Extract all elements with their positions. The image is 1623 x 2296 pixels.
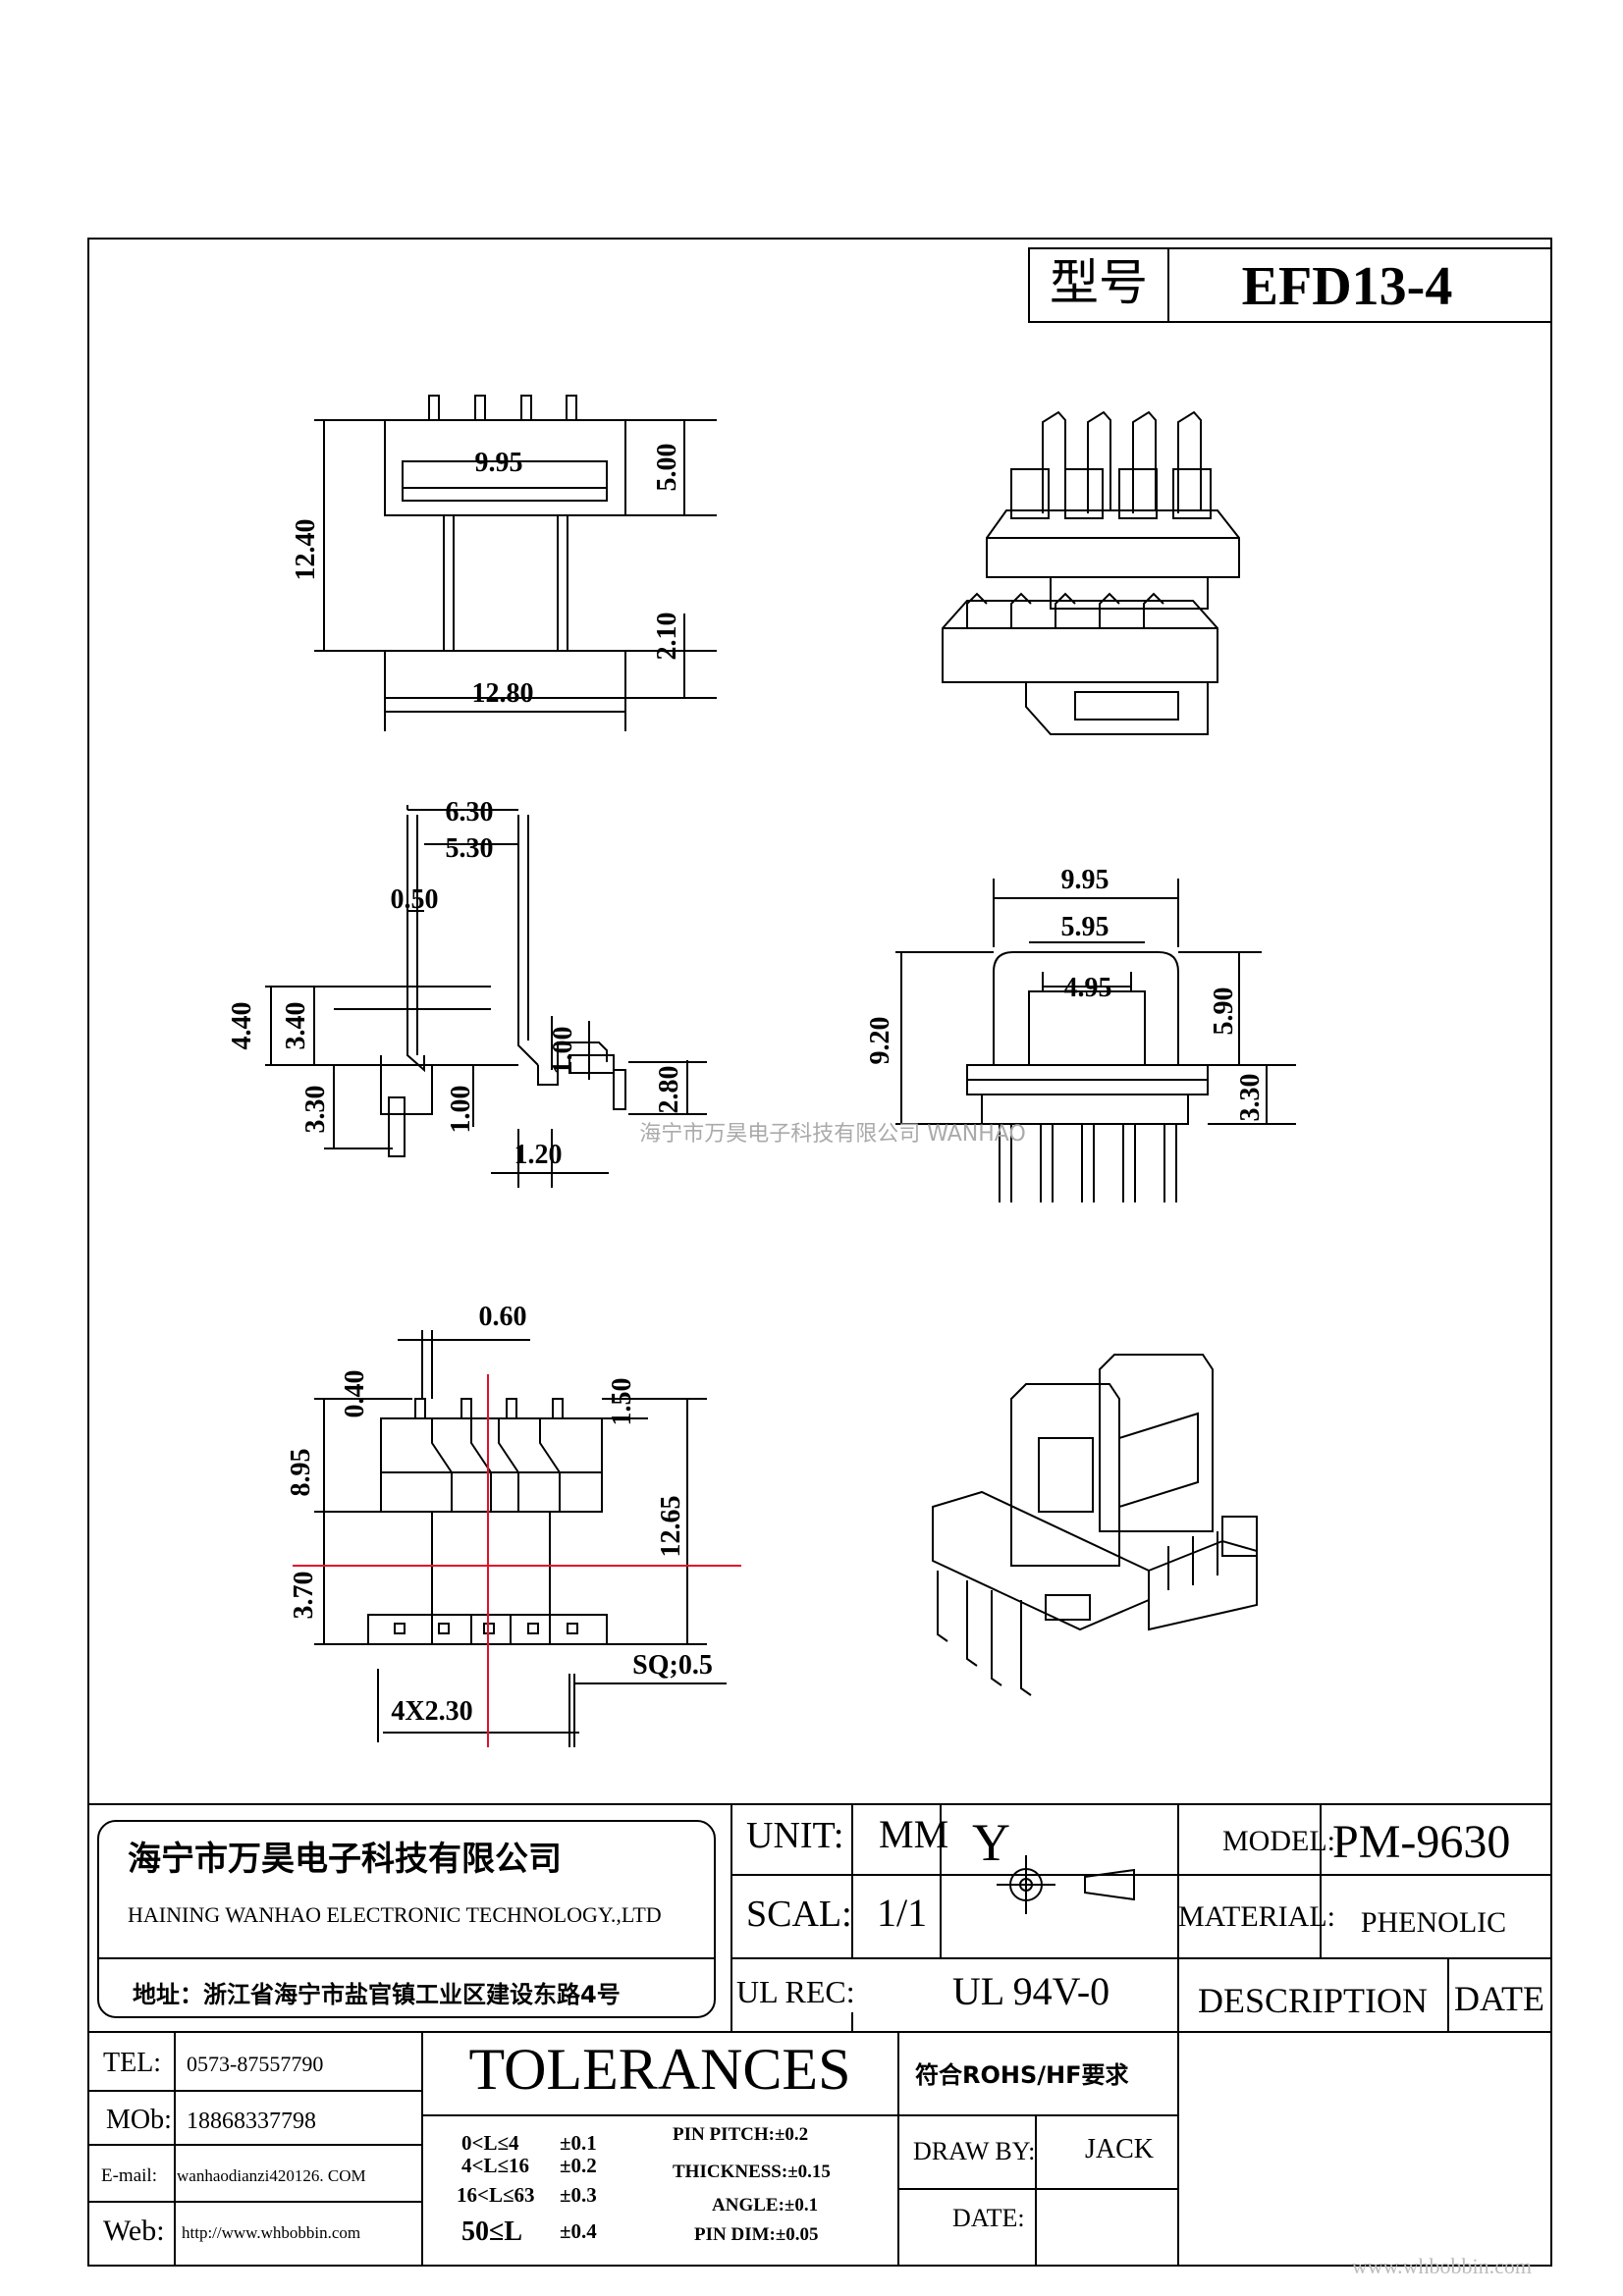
dim-inner-width: 9.95 [475, 448, 523, 478]
web-label: Web: [103, 2215, 165, 2247]
model-field-label: MODEL: [1222, 1825, 1335, 1857]
approval-date-label: DATE: [952, 2204, 1025, 2232]
mob-value: 18868337798 [187, 2109, 316, 2134]
company-name-cn: 海宁市万昊电子科技有限公司 [128, 1840, 562, 1879]
dim-5-90: 5.90 [1209, 988, 1239, 1036]
model-title-box: 型号 EFD13-4 [1028, 247, 1552, 323]
tol-value-1: ±0.2 [560, 2154, 597, 2177]
center-lines [293, 1374, 741, 1747]
dim-bottom-flange: 2.10 [652, 613, 682, 661]
dim-5-95: 5.95 [1061, 912, 1109, 942]
side-view-dims: 6.30 5.30 0.50 4.40 3.40 3.30 1.00 1.00 … [227, 797, 684, 1170]
top-view-dims: 9.95 12.40 5.00 2.10 12.80 [291, 444, 682, 710]
model-number: EFD13-4 [1242, 256, 1453, 317]
tol-value-3: ±0.4 [560, 2219, 597, 2243]
dim-9-20: 9.20 [865, 1017, 895, 1065]
tel-value: 0573-87557790 [187, 2052, 323, 2076]
tol-pin-pitch: PIN PITCH:±0.2 [673, 2124, 808, 2145]
contact-fields: TEL: 0573-87557790 MOb: 18868337798 E-ma… [101, 2048, 366, 2247]
front-view [895, 879, 1296, 1202]
dim-0-50: 0.50 [391, 884, 439, 915]
projection-symbol-label: Y [972, 1813, 1010, 1872]
dim-3-30-front: 3.30 [1235, 1074, 1266, 1122]
material-value: PHENOLIC [1361, 1906, 1506, 1939]
date-header: DATE [1454, 1979, 1544, 2018]
tolerances-table: TOLERANCES 0<L≤4 ±0.1 4<L≤16 ±0.2 16<L≤6… [457, 2037, 850, 2247]
ul-value: UL 94V-0 [952, 1969, 1109, 2013]
dim-3-30: 3.30 [300, 1086, 331, 1134]
dim-1-00-a: 1.00 [446, 1086, 476, 1134]
dim-total-height: 12.40 [291, 519, 321, 581]
mob-label: MOb: [106, 2105, 172, 2135]
dim-1-50: 1.50 [607, 1378, 637, 1426]
email-label: E-mail: [101, 2165, 157, 2186]
dim-12-65: 12.65 [656, 1496, 686, 1558]
description-label: DESCRIPTION [1198, 1981, 1428, 2020]
dim-3-70: 3.70 [289, 1572, 319, 1620]
pin-view-dims: 0.60 0.40 1.50 8.95 12.65 3.70 SQ;0.5 4X… [286, 1302, 713, 1727]
isometric-view-top [942, 410, 1240, 735]
tolerances-title: TOLERANCES [469, 2037, 851, 2102]
dim-4-40: 4.40 [227, 1002, 257, 1050]
company-name-en: HAINING WANHAO ELECTRONIC TECHNOLOGY.,LT… [128, 1902, 662, 1927]
tol-pin-dim: PIN DIM:±0.05 [694, 2224, 819, 2245]
unit-value: MM [879, 1812, 948, 1856]
web-value: http://www.whbobbin.com [182, 2223, 360, 2242]
watermark: 海宁市万昊电子科技有限公司 WANHAO [639, 1122, 1026, 1147]
dim-0-60: 0.60 [479, 1302, 527, 1332]
isometric-view-bottom [932, 1354, 1258, 1696]
company-info: 海宁市万昊电子科技有限公司 HAINING WANHAO ELECTRONIC … [128, 1840, 662, 2008]
rohs-note: 符合ROHS/HF要求 [915, 2061, 1129, 2089]
side-view [265, 805, 707, 1188]
dim-6-30: 6.30 [446, 797, 494, 828]
dim-sq: SQ;0.5 [632, 1650, 713, 1681]
dim-3-40: 3.40 [281, 1002, 311, 1050]
dim-4-95: 4.95 [1064, 973, 1112, 1003]
dim-flange-height: 5.00 [652, 444, 682, 492]
dim-0-40: 0.40 [340, 1370, 370, 1418]
tol-range-0: 0<L≤4 [461, 2131, 519, 2155]
top-view [314, 395, 717, 731]
scal-label: SCAL: [746, 1894, 852, 1935]
ul-label: UL REC: [736, 1974, 855, 2009]
site-watermark: www.whbobbin.com [1352, 2254, 1532, 2278]
dim-total-width: 12.80 [472, 678, 534, 709]
model-field-value: PM-9630 [1332, 1816, 1510, 1868]
spec-fields: UNIT: MM SCAL: 1/1 Y UL REC: UL 94V-0 MO… [736, 1812, 1544, 2020]
dim-pitch: 4X2.30 [391, 1696, 472, 1727]
tol-thickness: THICKNESS:±0.15 [673, 2162, 831, 2182]
material-label: MATERIAL: [1178, 1900, 1335, 1933]
front-view-dims: 9.95 5.95 4.95 9.20 5.90 3.30 [865, 865, 1266, 1122]
approval-fields: 符合ROHS/HF要求 DRAW BY: JACK DATE: [913, 2061, 1154, 2232]
tel-label: TEL: [103, 2048, 161, 2078]
dim-1-00-b: 1.00 [548, 1027, 578, 1075]
dim-1-20: 1.20 [514, 1140, 563, 1170]
model-label: 型号 [1050, 254, 1148, 311]
tol-value-2: ±0.3 [560, 2183, 597, 2207]
tol-value-0: ±0.1 [560, 2131, 597, 2155]
draw-by-label: DRAW BY: [913, 2137, 1035, 2165]
title-block [88, 1804, 1551, 2266]
drawing-frame [87, 238, 1552, 2267]
tol-range-3: 50≤L [461, 2216, 522, 2247]
scal-value: 1/1 [877, 1891, 927, 1935]
dim-2-80: 2.80 [654, 1066, 684, 1114]
company-address: 地址：浙江省海宁市盐官镇工业区建设东路4号 [133, 1981, 621, 2008]
tol-range-1: 4<L≤16 [461, 2154, 529, 2177]
tol-range-2: 16<L≤63 [457, 2183, 535, 2207]
dim-8-95: 8.95 [286, 1449, 316, 1497]
tol-angle: ANGLE:±0.1 [712, 2195, 818, 2216]
draw-by-value: JACK [1085, 2134, 1154, 2164]
dim-5-30: 5.30 [446, 833, 494, 864]
dim-9-95-front: 9.95 [1061, 865, 1109, 895]
email-value: wanhaodianzi420126. COM [177, 2166, 366, 2185]
unit-label: UNIT: [746, 1815, 843, 1856]
